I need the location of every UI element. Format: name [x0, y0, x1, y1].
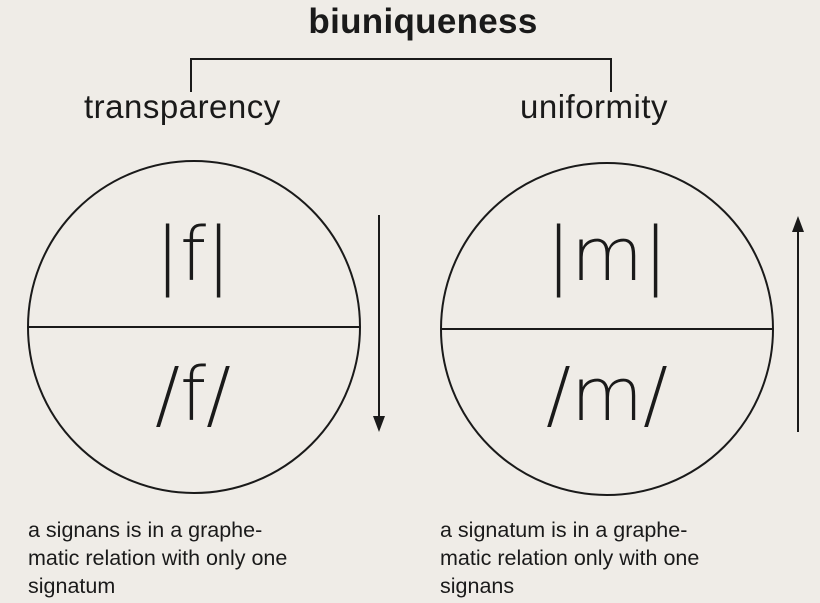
left-grapheme: |f|: [155, 212, 231, 298]
transparency-heading: transparency: [84, 88, 281, 125]
uniformity-caption: a signatum is in a graphe- matic relatio…: [440, 518, 700, 598]
right-grapheme: |m|: [546, 212, 668, 298]
diagram-title: biuniqueness: [308, 2, 538, 41]
up-arrow-icon: [792, 216, 804, 432]
uniformity-heading: uniformity: [520, 88, 669, 125]
transparency-caption: a signans is in a graphe- matic relation…: [28, 518, 288, 598]
left-phoneme: /f/: [155, 352, 231, 438]
right-phoneme: /m/: [546, 352, 668, 438]
title-bracket: [190, 58, 612, 92]
down-arrow-icon: [373, 215, 385, 432]
